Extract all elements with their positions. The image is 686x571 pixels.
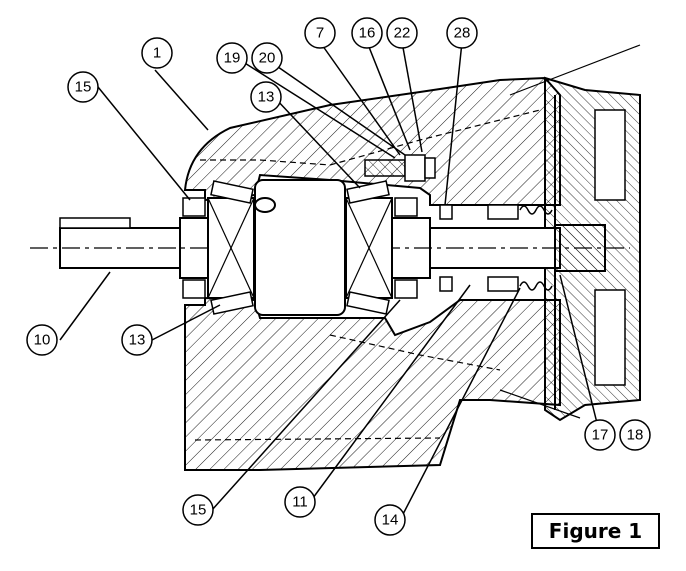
housing-cavity-dashed	[200, 109, 541, 166]
callout-16: 16	[359, 25, 376, 42]
callout-10: 10	[34, 332, 51, 349]
housing-upper	[183, 76, 561, 206]
callout-11: 11	[292, 494, 308, 511]
callout-18: 18	[627, 427, 644, 444]
callout-15-top: 15	[75, 79, 92, 96]
shaft-key	[59, 217, 131, 229]
callout-7: 7	[316, 25, 324, 42]
roller-cups	[210, 180, 390, 315]
callout-circles	[26, 17, 651, 536]
callout-13-bottom: 13	[129, 332, 146, 349]
leader-lines	[59, 41, 601, 521]
bolt	[364, 154, 436, 182]
housing-lower	[184, 296, 561, 471]
callout-20: 20	[259, 50, 276, 67]
housing-cavity-dashed-lower	[194, 334, 501, 441]
callout-22: 22	[394, 25, 411, 42]
callout-28: 28	[454, 25, 471, 42]
seals	[182, 197, 418, 299]
callout-14: 14	[382, 512, 399, 529]
callout-15-bottom: 15	[190, 502, 207, 519]
callout-17: 17	[592, 427, 609, 444]
callout-13-top: 13	[258, 89, 275, 106]
impeller-slots	[594, 109, 626, 386]
callout-1: 1	[153, 45, 161, 62]
figure-label: Figure 1	[531, 513, 660, 549]
oil-hole	[254, 197, 276, 213]
mechanical-seal	[439, 204, 553, 292]
callout-19: 19	[224, 50, 241, 67]
